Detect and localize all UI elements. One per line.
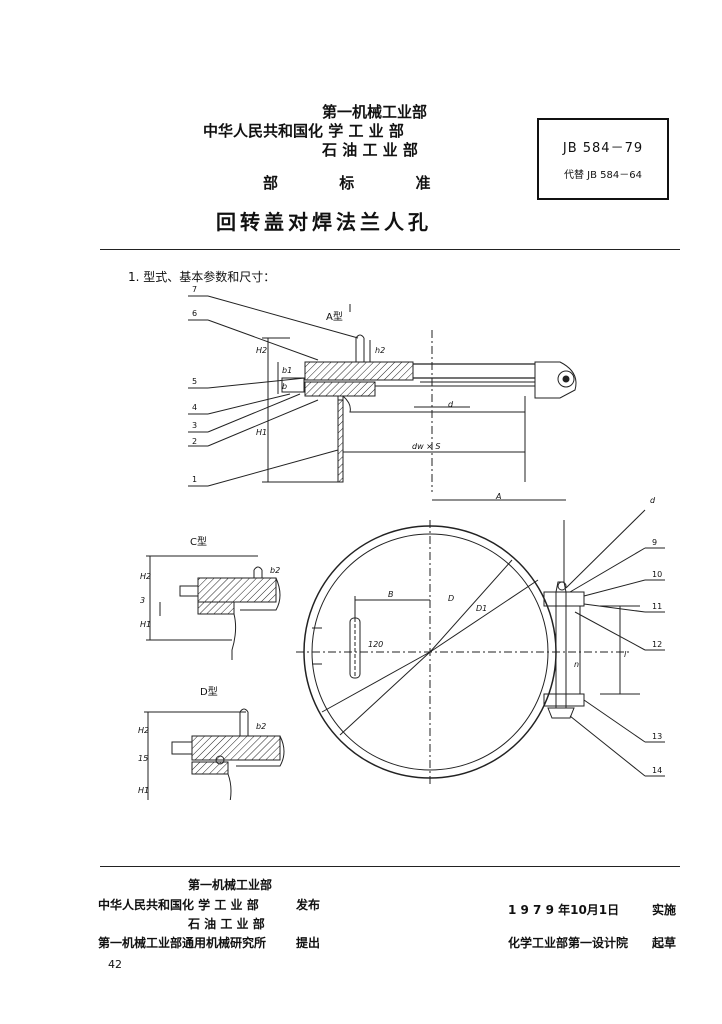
callout-6: 6 xyxy=(192,309,198,318)
dim-big-d: D xyxy=(448,594,455,603)
dim-c-b2: b2 xyxy=(270,566,281,575)
type-d-label: D型 xyxy=(200,687,218,698)
issue-word: 发布 xyxy=(296,898,321,912)
type-a-label: A型 xyxy=(326,312,343,323)
dim-d: d xyxy=(448,400,454,409)
propose-word: 提出 xyxy=(296,936,321,950)
standard-label: 部 标 准 xyxy=(263,174,459,192)
callout-9: 9 xyxy=(652,538,658,547)
dim-c-h2: H2 xyxy=(140,572,152,581)
dim-d-15: 15 xyxy=(138,754,149,763)
callout-13: 13 xyxy=(652,732,663,741)
standard-code: JB 584－79 xyxy=(562,141,644,156)
callout-leaders-left xyxy=(188,295,359,487)
standard-code-box: JB 584－79 代替 JB 584－64 xyxy=(537,118,669,200)
hinge-pin xyxy=(557,370,575,388)
dim-h2: H2 xyxy=(256,346,268,355)
page-number: 42 xyxy=(108,958,122,971)
dim-d1: D1 xyxy=(476,604,488,613)
dim-120: 120 xyxy=(368,640,384,649)
callout-leaders-right xyxy=(565,509,665,777)
top-view xyxy=(296,520,640,784)
effective-word: 实施 xyxy=(652,903,677,917)
callout-10: 10 xyxy=(652,570,663,579)
dim-n: n xyxy=(574,660,580,669)
callout-12: 12 xyxy=(652,640,663,649)
dim-big-b: B xyxy=(388,590,394,599)
dim-l: l xyxy=(624,650,627,659)
type-c-flange xyxy=(197,601,235,615)
ministry-line-1: 第一机械工业部 xyxy=(322,103,428,121)
issuer-line-3: 石 油 工 业 部 xyxy=(188,917,265,931)
callout-11: 11 xyxy=(652,602,663,611)
handle xyxy=(355,334,365,362)
callout-4: 4 xyxy=(192,403,198,412)
dim-d-b2: b2 xyxy=(256,722,267,731)
section-heading: 1. 型式、基本参数和尺寸： xyxy=(128,270,276,284)
header-rule xyxy=(100,249,680,250)
callout-5: 5 xyxy=(192,377,198,386)
issuer-line-1: 第一机械工业部 xyxy=(188,878,273,892)
dim-d-h1: H1 xyxy=(138,786,150,795)
dim-d-h2: H2 xyxy=(138,726,150,735)
dim-a: A xyxy=(496,492,502,501)
type-d-section xyxy=(144,708,285,800)
ministry-line-3: 石 油 工 业 部 xyxy=(322,141,418,159)
flange xyxy=(304,381,376,397)
callout-3: 3 xyxy=(192,421,198,430)
effective-date: 1 9 7 9 年10月1日 xyxy=(508,903,620,917)
type-a-section xyxy=(262,304,577,501)
callout-1: 1 xyxy=(192,475,198,484)
dim-h1: H1 xyxy=(256,428,268,437)
ministry-line-2: 中华人民共和国化 学 工 业 部 xyxy=(203,122,404,140)
dim-c-3: 3 xyxy=(140,596,146,605)
footer-rule xyxy=(100,866,680,867)
proposer: 第一机械工业部通用机械研究所 xyxy=(98,936,267,950)
dim-h2-small: h2 xyxy=(375,346,386,355)
callout-7: 7 xyxy=(192,285,198,294)
technical-drawing xyxy=(144,295,665,800)
dim-dw-s: dw × S xyxy=(412,442,441,451)
clamp-bolt xyxy=(555,591,567,709)
callout-2: 2 xyxy=(192,437,198,446)
type-c-cover xyxy=(197,577,277,603)
type-c-section xyxy=(146,555,281,660)
draft-word: 起草 xyxy=(652,936,677,950)
cover-plate xyxy=(304,361,414,381)
type-d-flange xyxy=(191,761,229,775)
type-d-cover xyxy=(191,735,281,761)
dim-b1: b1 xyxy=(282,366,293,375)
document-title: 回转盖对焊法兰人孔 xyxy=(216,210,432,234)
dim-b: b xyxy=(282,382,288,391)
replaces-code: 代替 JB 584－64 xyxy=(564,170,642,181)
drafter: 化学工业部第一设计院 xyxy=(508,936,629,950)
issuer-line-2: 中华人民共和国化 学 工 业 部 xyxy=(98,898,259,912)
callout-14: 14 xyxy=(652,766,663,775)
type-c-label: C型 xyxy=(190,537,207,548)
dim-d-small: d xyxy=(650,496,656,505)
dim-c-h1: H1 xyxy=(140,620,152,629)
